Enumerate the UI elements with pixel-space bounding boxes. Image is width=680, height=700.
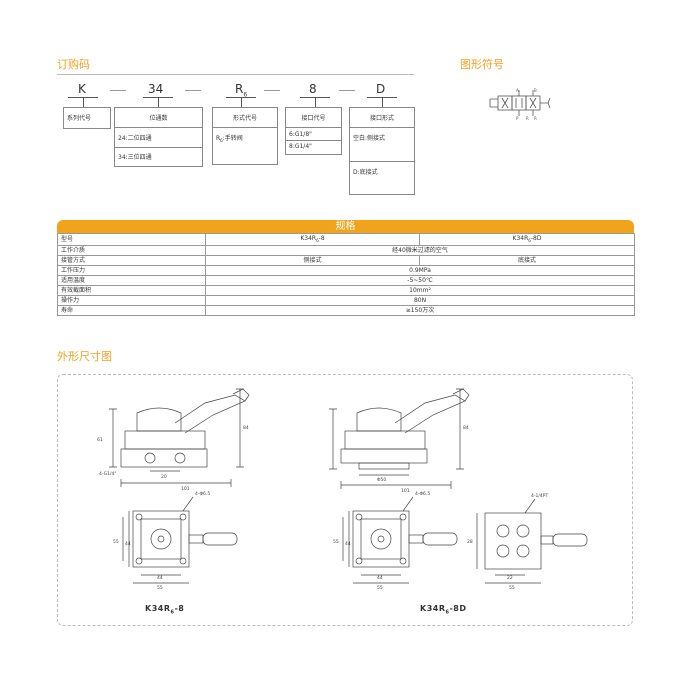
code-series: K (78, 82, 86, 96)
ordering-divider (57, 74, 414, 75)
spec-value: -5~50℃ (205, 275, 635, 287)
spec-value: K34R6-8 (205, 232, 420, 247)
dim-label: 4-1/4PT (531, 493, 548, 499)
dim-label: 44 (377, 575, 383, 581)
spec-value: 80N (205, 295, 635, 307)
right-caption: K34R6-8D (420, 604, 467, 616)
dim-label: 20 (161, 474, 167, 480)
spec-label: 接管方式 (57, 255, 206, 267)
table-row: 适用温度 -5~50℃ (57, 275, 635, 287)
spec-table: 型号 K34R6-8 K34R6-8D 工作介质 经40微米过滤的空气 接管方式… (57, 232, 635, 317)
code-port: 8 (309, 82, 317, 96)
dimensions-frame (57, 374, 633, 626)
code-dash (264, 90, 280, 91)
spec-label: 型号 (57, 232, 206, 247)
dim-label: 101 (181, 486, 190, 492)
dim-label: 4-G1/4" (99, 471, 116, 477)
code-positions: 34 (148, 82, 164, 96)
dim-label: 55 (113, 539, 119, 545)
code-connector (241, 97, 242, 107)
code-form: R6 (235, 82, 248, 99)
table-row: 有效截面积 10mm² (57, 285, 635, 297)
dim-label: 84 (243, 425, 249, 431)
spec-label: 适用温度 (57, 275, 206, 287)
spec-value: 0.9MPa (205, 265, 635, 277)
spec-value: 侧接式 (205, 255, 420, 267)
table-row: 工作压力 0.9MPa (57, 265, 635, 277)
box-port: 接口代号 6:G1/8" 8:G1/4" (285, 107, 342, 155)
port-label-r: R (534, 116, 537, 121)
dim-label: 44 (345, 541, 351, 547)
box-form: 形式代号 R6:手转阀 (212, 107, 278, 165)
dim-label: 84 (463, 425, 469, 431)
code-conn: D (376, 82, 386, 96)
spec-title: 规格 (57, 220, 634, 233)
box-conn: 接口形式 空白:侧接式 D:底接式 (349, 107, 415, 195)
spec-value: 底接式 (419, 255, 635, 267)
dim-label: 55 (333, 539, 339, 545)
table-row: 型号 K34R6-8 K34R6-8D (57, 232, 635, 247)
dim-label: 28 (467, 539, 473, 545)
dim-label: 44 (125, 541, 131, 547)
table-row: 操作力 80N (57, 295, 635, 307)
box-series: 系列代号 (63, 107, 111, 129)
port-label-b: B (534, 88, 537, 93)
valve-symbol-icon: A B P R R (489, 88, 551, 121)
code-connector (382, 97, 383, 107)
spec-value: ≥150万次 (205, 305, 635, 317)
spec-value: 经40微米过滤的空气 (205, 245, 635, 257)
spec-value: K34R6-8D (419, 232, 635, 247)
code-dash (339, 90, 355, 91)
dim-label: 4-Φ6.5 (415, 491, 430, 497)
dim-label: 101 (401, 488, 410, 494)
dim-label: 55 (509, 585, 515, 591)
dim-label: 22 (507, 575, 513, 581)
code-connector (83, 97, 84, 107)
box-positions: 位通数 24:二位四通 34:三位四通 (114, 107, 203, 167)
spec-label: 工作介质 (57, 245, 206, 257)
dimensions-title: 外形尺寸图 (57, 350, 112, 363)
dim-label: 55 (377, 585, 383, 591)
symbol-title: 图形符号 (460, 58, 504, 71)
spec-label: 有效截面积 (57, 285, 206, 297)
dim-label: Φ50 (377, 477, 386, 483)
left-caption: K34R6-8 (145, 604, 185, 616)
code-dash (185, 90, 201, 91)
port-label-a: A (516, 88, 519, 93)
table-row: 工作介质 经40微米过滤的空气 (57, 245, 635, 257)
spec-label: 工作压力 (57, 265, 206, 277)
ordering-title: 订购码 (57, 58, 90, 71)
spec-label: 操作力 (57, 295, 206, 307)
spec-label: 寿命 (57, 305, 206, 317)
code-dash (110, 90, 126, 91)
right-dimension-drawing: 61 84 Φ50 101 4-Φ6.5 55 44 44 55 4-1/4PT… (329, 388, 588, 591)
port-label-p: P (516, 116, 519, 121)
table-row: 接管方式 侧接式 底接式 (57, 255, 635, 267)
left-dimension-drawing: 61 84 4-G1/4" 20 101 4-Φ6.5 55 44 44 55 (97, 388, 250, 591)
dim-label: 4-Φ6.5 (195, 491, 210, 497)
port-label-r2: R (526, 116, 529, 121)
dim-label: 44 (157, 575, 163, 581)
code-connector (158, 97, 159, 107)
table-row: 寿命 ≥150万次 (57, 305, 635, 317)
dim-label: 55 (157, 585, 163, 591)
dim-label: 61 (97, 437, 103, 443)
spec-value: 10mm² (205, 285, 635, 297)
code-connector (315, 97, 316, 107)
